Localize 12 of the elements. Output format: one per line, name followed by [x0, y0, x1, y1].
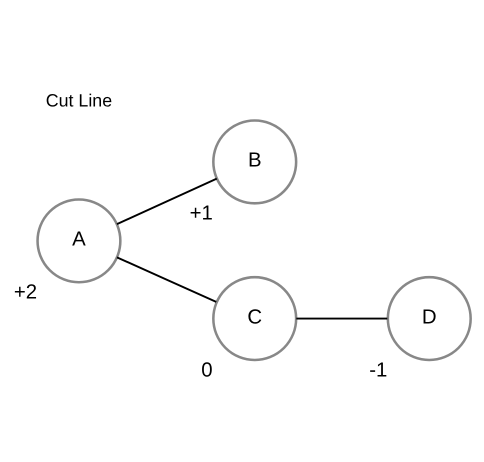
node-label: 0 — [201, 359, 213, 382]
node-label: +2 — [14, 282, 38, 304]
node-label: -1 — [369, 359, 388, 382]
label: Cut Line — [46, 90, 112, 111]
node-circle: A — [36, 198, 122, 284]
connector — [296, 318, 388, 320]
node-circle: C — [212, 276, 298, 362]
connector — [116, 178, 218, 225]
node-circle: B — [212, 119, 298, 205]
node-circle: D — [386, 276, 472, 362]
node-label: +1 — [190, 202, 213, 225]
connector — [116, 256, 217, 303]
